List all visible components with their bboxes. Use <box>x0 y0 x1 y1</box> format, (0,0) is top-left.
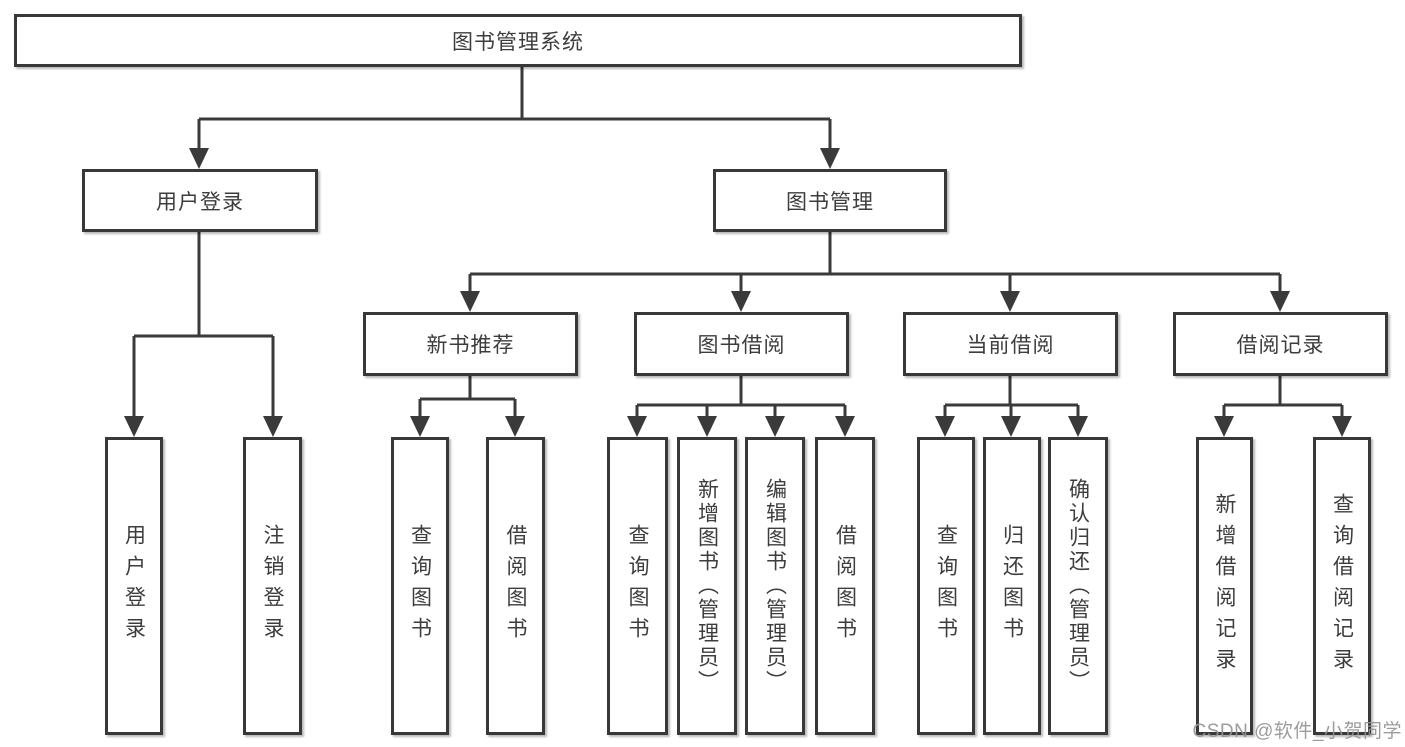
node-user-login: 用户登录 <box>82 169 318 232</box>
leaf-label: 注销登录 <box>261 524 284 648</box>
leaf-label: 借阅图书 <box>504 524 527 648</box>
leaf-label: 编辑图书（管理员） <box>763 478 787 694</box>
connector-new-book-branch <box>410 375 525 437</box>
node-borrow-records: 借阅记录 <box>1173 312 1388 376</box>
leaf-label: 新增借阅记录 <box>1213 493 1236 679</box>
connector-book-borrowing-branch <box>627 375 855 437</box>
node-root-system: 图书管理系统 <box>14 14 1022 67</box>
leaf-return-books: 归还图书 <box>983 437 1041 735</box>
connector-user-login-branch <box>124 231 283 437</box>
connector-borrow-records-branch <box>1214 375 1352 437</box>
leaf-query-books-borrowing: 查询图书 <box>607 437 668 735</box>
leaf-add-books-admin: 新增图书（管理员） <box>677 437 737 735</box>
leaf-borrow-books: 借阅图书 <box>815 437 875 735</box>
leaf-query-books-current: 查询图书 <box>917 437 975 735</box>
leaf-borrow-books-recommend: 借阅图书 <box>486 437 545 735</box>
csdn-watermark: CSDN @软件_小贺同学 <box>1192 721 1402 742</box>
leaf-add-borrow-record: 新增借阅记录 <box>1196 437 1253 735</box>
node-label: 图书借阅 <box>697 334 786 357</box>
node-label: 借阅记录 <box>1236 334 1325 357</box>
leaf-label: 用户登录 <box>122 524 146 648</box>
node-current-borrowing: 当前借阅 <box>903 312 1118 376</box>
leaf-label: 确认归还（管理员） <box>1066 478 1090 694</box>
node-label: 图书管理系统 <box>452 30 584 54</box>
leaf-label: 查询图书 <box>934 524 958 648</box>
leaf-label: 归还图书 <box>1000 524 1024 648</box>
leaf-user-login: 用户登录 <box>105 437 163 735</box>
connector-root-to-level2 <box>189 65 840 169</box>
connector-current-borrowing-branch <box>935 375 1088 437</box>
leaf-logout: 注销登录 <box>243 437 302 735</box>
leaf-label: 查询图书 <box>626 524 649 648</box>
leaf-label: 新增图书（管理员） <box>695 478 719 694</box>
node-label: 当前借阅 <box>966 334 1055 357</box>
leaf-edit-books-admin: 编辑图书（管理员） <box>745 437 805 735</box>
node-label: 图书管理 <box>786 190 874 214</box>
leaf-query-borrow-record: 查询借阅记录 <box>1313 437 1371 735</box>
leaf-label: 查询借阅记录 <box>1330 493 1354 679</box>
leaf-label: 查询图书 <box>408 524 432 648</box>
node-book-management: 图书管理 <box>713 169 947 232</box>
node-book-borrowing: 图书借阅 <box>634 312 849 376</box>
node-label: 用户登录 <box>156 190 244 214</box>
node-new-book-recommend: 新书推荐 <box>363 312 578 376</box>
node-label: 新书推荐 <box>426 334 515 357</box>
connector-book-management-branch <box>460 231 1290 312</box>
leaf-label: 借阅图书 <box>833 524 857 648</box>
leaf-query-books-recommend: 查询图书 <box>391 437 449 735</box>
leaf-confirm-return-admin: 确认归还（管理员） <box>1048 437 1108 735</box>
